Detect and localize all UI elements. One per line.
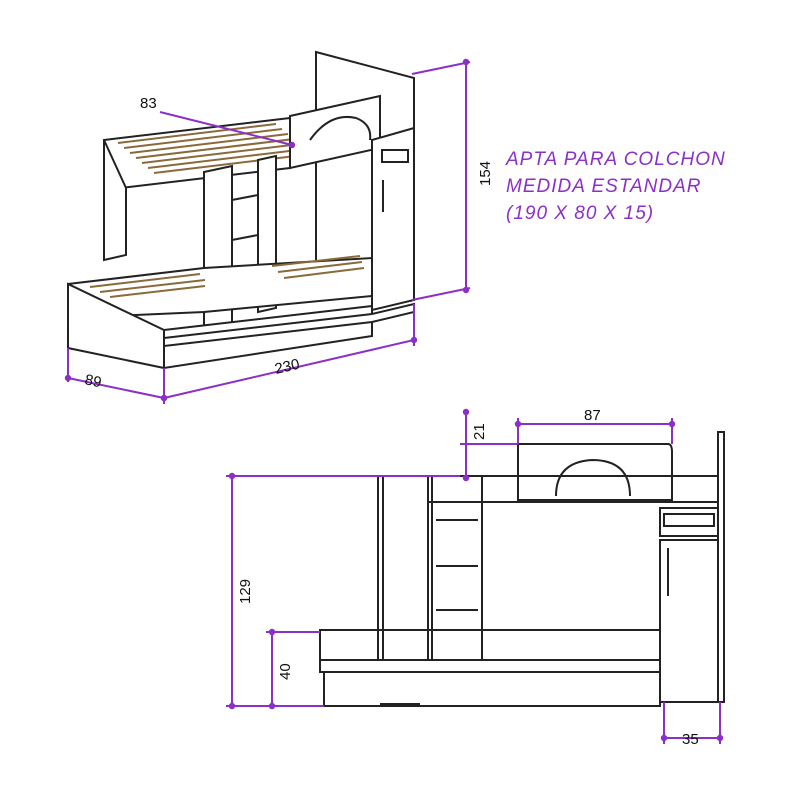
front-view	[319, 431, 725, 707]
lower-bed-slats	[89, 255, 365, 298]
dimension-lines	[64, 58, 724, 744]
isometric-view	[67, 50, 415, 370]
upper-bed-slats	[117, 123, 313, 174]
note-line-2: MEDIDA ESTANDAR	[506, 176, 702, 197]
note-line-3: (190 X 80 X 15)	[506, 203, 655, 224]
dim-top-width: 83	[140, 95, 157, 112]
mattress-note: APTA PARA COLCHON MEDIDA ESTANDAR (190 X…	[506, 146, 726, 227]
dim-headboard-offset: 21	[471, 423, 488, 440]
dim-headboard-width: 87	[584, 407, 601, 424]
dim-length: 230	[273, 356, 301, 378]
dimension-labels: 83 154 230 89 87 21 129 40 35	[83, 95, 699, 748]
dim-cabinet-width: 35	[682, 731, 699, 748]
dim-trundle-height: 40	[277, 663, 294, 680]
dim-height-total: 154	[477, 161, 494, 186]
note-line-1: APTA PARA COLCHON	[506, 149, 726, 170]
dim-upper-bed-height: 129	[237, 579, 254, 604]
dim-depth: 89	[83, 371, 103, 391]
